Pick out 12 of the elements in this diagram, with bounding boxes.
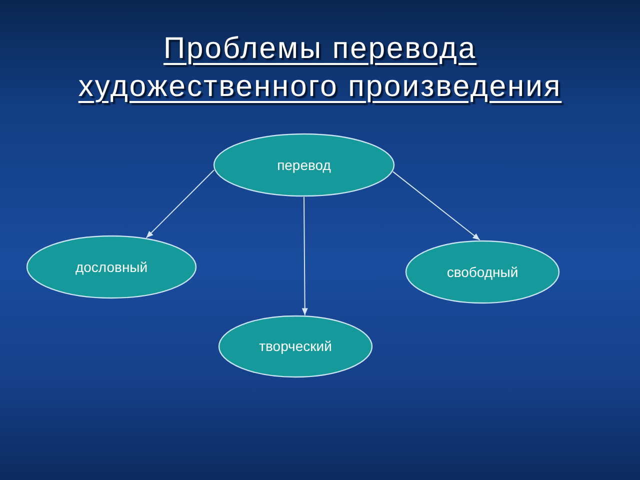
slide-title: Проблемы перевода художественного произведения [77, 31, 563, 105]
arrow [146, 170, 215, 238]
ellipse-node [26, 235, 197, 299]
node-label: творческий [259, 338, 332, 355]
arrow [302, 196, 308, 316]
node-label: свободный [446, 264, 518, 280]
ellipse-node [218, 315, 373, 378]
arrow [392, 171, 480, 240]
node-label: перевод [277, 156, 331, 174]
node-label: дословный [75, 258, 148, 276]
ellipse-node [213, 133, 395, 197]
ellipse-node [405, 240, 560, 304]
